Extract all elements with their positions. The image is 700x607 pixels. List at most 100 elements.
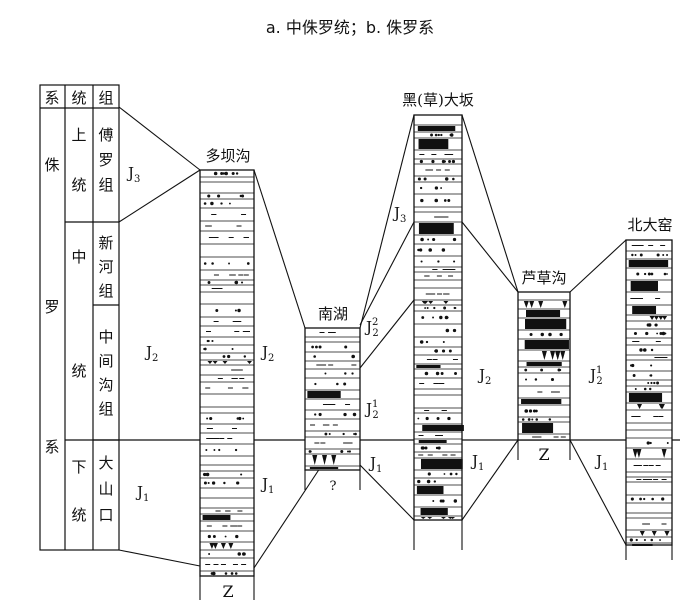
conglomerate-mark xyxy=(662,316,668,320)
section-name-heicao: 黑(草)大坂 xyxy=(402,91,474,109)
sand-dot xyxy=(557,368,561,372)
sand-dot xyxy=(222,172,226,175)
sand-dot xyxy=(631,253,634,257)
conglomerate-mark xyxy=(538,301,544,308)
unit-label-j3: J3 xyxy=(392,204,406,225)
sand-dot xyxy=(346,450,350,453)
sand-dot xyxy=(453,306,456,310)
coal-bed xyxy=(416,365,441,368)
sand-dot xyxy=(424,371,429,376)
sand-dot xyxy=(420,260,423,263)
conglomerate-mark xyxy=(649,316,655,320)
stratigraphic-table xyxy=(39,84,120,551)
sand-dot xyxy=(634,388,637,390)
sand-dot xyxy=(432,500,435,502)
sand-dot xyxy=(531,418,534,421)
conglomerate-mark xyxy=(653,316,659,320)
coal-bed xyxy=(525,319,567,329)
sand-dot xyxy=(524,409,528,413)
sand-dot xyxy=(452,237,457,242)
section-column-nanhu xyxy=(304,327,361,471)
base-label-nanhu: ? xyxy=(330,479,337,494)
sand-dot xyxy=(234,572,238,575)
sand-dot xyxy=(443,306,447,310)
sand-dot xyxy=(666,273,668,275)
sand-dot xyxy=(447,416,451,421)
sand-dot xyxy=(238,416,242,421)
sand-dot xyxy=(436,417,440,420)
formation-dashankou-char: 口 xyxy=(98,506,113,524)
sand-dot xyxy=(203,262,207,265)
sand-dot xyxy=(441,248,446,252)
formation-zhongjiangou-char: 组 xyxy=(98,400,113,418)
sand-dot xyxy=(661,497,665,501)
unit-label-j1: J1 xyxy=(470,452,484,473)
sand-dot xyxy=(548,418,552,421)
sand-dot xyxy=(433,480,437,483)
sand-dot xyxy=(424,446,428,450)
conglomerate-mark xyxy=(529,301,535,308)
conglomerate-mark xyxy=(651,531,657,536)
conglomerate-mark xyxy=(246,361,252,364)
sand-dot xyxy=(650,538,654,542)
sand-dot xyxy=(215,309,219,312)
sand-dot xyxy=(550,377,555,382)
sand-dot xyxy=(437,446,441,450)
sand-dot xyxy=(434,133,438,137)
sand-dot xyxy=(442,340,445,344)
series-lower-char: 统 xyxy=(71,506,86,524)
sand-dot xyxy=(211,339,214,343)
sand-dot xyxy=(318,412,322,417)
sand-dot xyxy=(666,442,669,444)
sand-dot xyxy=(236,481,240,485)
conglomerate-mark xyxy=(331,455,337,465)
coal-bed xyxy=(524,340,569,349)
conglomerate-mark xyxy=(420,517,426,519)
unit-label-j1: J1 xyxy=(594,452,608,473)
sand-dot xyxy=(207,281,211,284)
coal-bed xyxy=(628,260,669,267)
formation-dashankou-char: 山 xyxy=(98,480,113,498)
sand-dot xyxy=(208,553,211,555)
conglomerate-mark xyxy=(220,543,226,549)
sand-dot xyxy=(419,186,423,190)
coal-bed xyxy=(522,423,554,433)
sand-dot xyxy=(351,372,354,375)
sand-dot xyxy=(425,416,429,421)
series-labels: 上 统 中 统 下 统 xyxy=(71,126,86,524)
sand-dot xyxy=(224,572,228,575)
coal-bed xyxy=(420,459,463,469)
sand-dot xyxy=(650,348,654,352)
sand-dot xyxy=(203,481,207,485)
sand-dot xyxy=(647,272,651,276)
conglomerate-mark xyxy=(639,531,645,536)
system-label: 侏 罗 系 xyxy=(44,156,59,456)
sand-dot xyxy=(648,387,652,391)
sand-dot xyxy=(663,272,667,276)
conglomerate-mark xyxy=(555,351,561,360)
section-name-beidayao: 北大窑 xyxy=(627,216,672,234)
sand-dot xyxy=(433,306,436,310)
header-system: 系 xyxy=(44,89,59,107)
sand-dot xyxy=(662,254,665,256)
sand-dot xyxy=(240,473,243,476)
conglomerate-mark xyxy=(228,543,234,549)
sand-dot xyxy=(649,374,652,377)
sand-dot xyxy=(427,238,430,241)
conglomerate-mark xyxy=(541,351,547,360)
section-column-heicao xyxy=(413,114,464,521)
sand-dot xyxy=(227,354,231,359)
sand-dot xyxy=(324,432,328,436)
sand-dot xyxy=(213,449,216,451)
formation-xinhe-char: 新 xyxy=(98,234,113,252)
sand-dot xyxy=(426,307,429,309)
unit-label-j1: J1 xyxy=(135,483,149,504)
unit-label-j1: J1 xyxy=(260,475,274,496)
sand-dot xyxy=(650,381,653,385)
sand-dot xyxy=(242,552,246,556)
conglomerate-mark xyxy=(550,351,556,360)
coal-bed xyxy=(526,310,561,317)
sand-dot xyxy=(432,237,436,242)
sand-dot xyxy=(440,372,444,375)
sand-dot xyxy=(649,441,652,445)
